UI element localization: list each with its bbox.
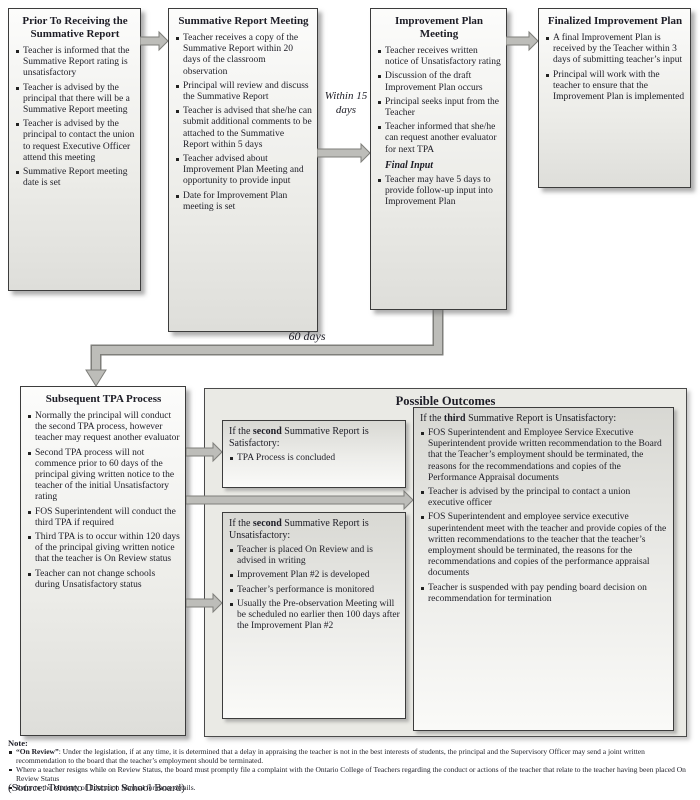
list-item: Teacher informed that she/he can request… [377,122,501,156]
arrow-prior-to-meeting [140,30,169,52]
list-item: Teacher is informed that the Summative R… [15,46,135,80]
list-item: Second TPA process will not commence pri… [27,448,180,504]
list-item: Date for Improvement Plan meeting is set [175,191,312,213]
box-prior-to-receiving-summative-report: Prior To Receiving the Summative Report … [8,8,141,291]
list-item: FOS Superintendent will conduct the thir… [27,507,180,529]
list-item: Teacher’s performance is monitored [229,585,400,596]
list-item: Usually the Pre-observation Meeting will… [229,599,400,633]
heading-text: If the [229,518,253,529]
list-item: Normally the principal will conduct the … [27,411,180,445]
box-improvement-plan-meeting: Improvement Plan Meeting Teacher receive… [370,8,507,310]
heading-bold-word: second [252,518,282,529]
outcome-third-unsatisfactory-heading: If the third Summative Report is Unsatis… [420,413,668,425]
note-ministry-manual: Refer to the Ministry of Education Manua… [8,783,694,793]
list-item: Third TPA is to occur within 120 days of… [27,532,180,566]
outcome-second-unsatisfactory-items: Teacher is placed On Review and is advis… [229,545,400,632]
box-finalized-improvement-plan: Finalized Improvement Plan A final Impro… [538,8,691,188]
note-text: : Under the legislation, if at any time,… [16,747,645,766]
list-item: Teacher is suspended with pay pending bo… [420,583,668,605]
heading-bold-word: second [252,426,282,437]
note-bold-lead: “On Review” [16,747,59,757]
list-item: FOS Superintendent and employee service … [420,512,668,579]
list-item: Principal will work with the teacher to … [545,70,685,104]
note-resignation: Where a teacher resigns while on Review … [8,765,694,784]
list-item: Teacher may have 5 days to provide follo… [377,175,501,209]
box-subsequent-title: Subsequent TPA Process [45,393,162,405]
box-subsequent-items: Normally the principal will conduct the … [27,411,180,591]
box-improvement-items: Teacher receives written notice of Unsat… [377,46,501,156]
heading-text: Summative Report is Unsatisfactory: [229,518,369,541]
arrow-to-second-unsatisfactory [186,592,223,614]
list-item: Principal will review and discuss the Su… [175,81,312,103]
list-item: Teacher is advised that she/he can submi… [175,106,312,151]
box-improvement-final-items: Teacher may have 5 days to provide follo… [377,175,501,209]
list-item: Teacher receives written notice of Unsat… [377,46,501,68]
outcome-second-unsatisfactory-heading: If the second Summative Report is Unsati… [229,518,400,542]
heading-text: If the [420,413,444,424]
list-item: Teacher is advised by the principal that… [15,83,135,117]
list-item: Teacher is placed On Review and is advis… [229,545,400,567]
box-meeting-items: Teacher receives a copy of the Summative… [175,33,312,213]
list-item: Principal seeks input from the Teacher [377,97,501,119]
box-prior-items: Teacher is informed that the Summative R… [15,46,135,189]
list-item: A final Improvement Plan is received by … [545,33,685,67]
box-meeting-title: Summative Report Meeting [178,15,309,27]
arrow-to-third-unsatisfactory [186,489,414,511]
box-subsequent-tpa-process: Subsequent TPA Process Normally the prin… [20,386,186,736]
list-item: Teacher is advised by the principal to c… [420,487,668,509]
heading-bold-word: third [443,413,466,424]
arrow-meeting-to-improvement-plan [317,142,371,164]
list-item: Teacher can not change schools during Un… [27,569,180,591]
notes-label: Note: [8,738,28,748]
box-finalized-items: A final Improvement Plan is received by … [545,33,685,103]
arrow-improvement-to-finalized [506,30,539,52]
box-improvement-title: Improvement Plan Meeting [394,15,484,40]
box-prior-title: Prior To Receiving the Summative Report [22,15,128,40]
heading-text: Summative Report is Satisfactory: [229,426,369,449]
list-item: Teacher advised about Improvement Plan M… [175,154,312,188]
label-60-days: 60 days [288,329,326,343]
list-item: FOS Superintendent and Employee Service … [420,428,668,484]
list-item: TPA Process is concluded [229,453,400,464]
connector-60-days-elbow-arrow [85,310,444,387]
box-summative-report-meeting: Summative Report Meeting Teacher receive… [168,8,318,332]
source-attribution: (Source: Toronto District School Board) [8,782,185,794]
possible-outcomes-title: Possible Outcomes [395,394,496,408]
list-item: Summative Report meeting date is set [15,167,135,189]
heading-text: If the [229,426,253,437]
list-item: Teacher receives a copy of the Summative… [175,33,312,78]
list-item: Discussion of the draft Improvement Plan… [377,71,501,93]
list-item: Improvement Plan #2 is developed [229,570,400,581]
final-input-subheading: Final Input [385,159,434,171]
label-within-15-days: Within 15 days [324,90,368,116]
outcome-second-satisfactory: If the second Summative Report is Satisf… [222,420,406,488]
outcome-second-unsatisfactory: If the second Summative Report is Unsati… [222,512,406,719]
outcome-third-unsatisfactory-items: FOS Superintendent and Employee Service … [420,428,668,605]
arrow-to-second-satisfactory [186,441,223,463]
note-on-review: “On Review”: Under the legislation, if a… [8,747,694,766]
box-finalized-title: Finalized Improvement Plan [547,15,683,27]
outcome-second-satisfactory-items: TPA Process is concluded [229,453,400,464]
list-item: Teacher is advised by the principal to c… [15,119,135,164]
outcome-third-unsatisfactory: If the third Summative Report is Unsatis… [413,407,674,731]
heading-text: Summative Report is Unsatisfactory: [465,413,617,424]
outcome-second-satisfactory-heading: If the second Summative Report is Satisf… [229,426,400,450]
notes-section: Note: “On Review”: Under the legislation… [8,738,694,792]
